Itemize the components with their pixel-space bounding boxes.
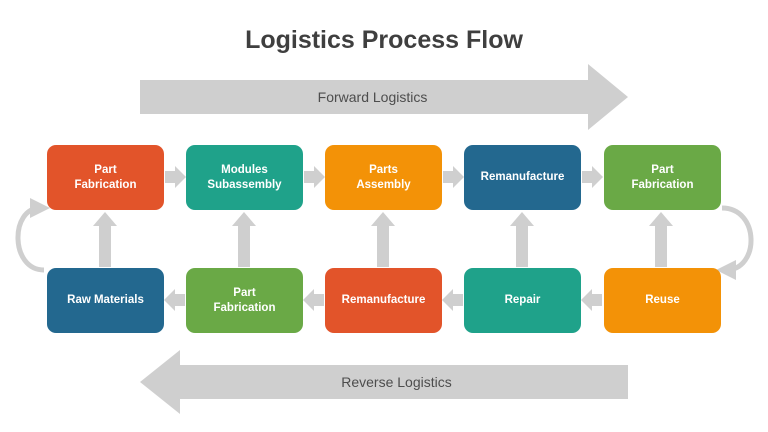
top-row-arrows [165, 166, 603, 188]
reverse-logistics-label: Reverse Logistics [341, 374, 452, 390]
arrow-right-4 [582, 166, 603, 188]
arrow-up-4 [510, 212, 534, 267]
vertical-arrows [93, 212, 673, 267]
reverse-logistics-arrow [140, 350, 628, 414]
arrow-up-1 [93, 212, 117, 267]
arrow-up-3 [371, 212, 395, 267]
arrow-up-5 [649, 212, 673, 267]
node-modules-subassembly: Modules Subassembly [186, 145, 303, 210]
arrow-left-3 [442, 289, 463, 311]
arrow-right-3 [443, 166, 464, 188]
node-part-fabrication-top-1: Part Fabrication [47, 145, 164, 210]
arrow-left-1 [164, 289, 185, 311]
forward-logistics-arrow [140, 64, 628, 130]
page-title: Logistics Process Flow [245, 26, 523, 54]
node-parts-assembly: Parts Assembly [325, 145, 442, 210]
left-loop-arrow [15, 198, 50, 273]
arrow-right-2 [304, 166, 325, 188]
node-repair: Repair [464, 268, 581, 333]
arrow-up-2 [232, 212, 256, 267]
node-part-fabrication-bottom: Part Fabrication [186, 268, 303, 333]
arrow-left-2 [303, 289, 324, 311]
arrow-right-1 [165, 166, 186, 188]
right-loop-arrow [716, 205, 754, 280]
node-raw-materials: Raw Materials [47, 268, 164, 333]
node-remanufacture-bottom: Remanufacture [325, 268, 442, 333]
bottom-row-arrows [164, 289, 602, 311]
forward-logistics-label: Forward Logistics [317, 89, 428, 105]
node-remanufacture-top: Remanufacture [464, 145, 581, 210]
node-part-fabrication-top-2: Part Fabrication [604, 145, 721, 210]
arrow-left-4 [581, 289, 602, 311]
node-reuse: Reuse [604, 268, 721, 333]
